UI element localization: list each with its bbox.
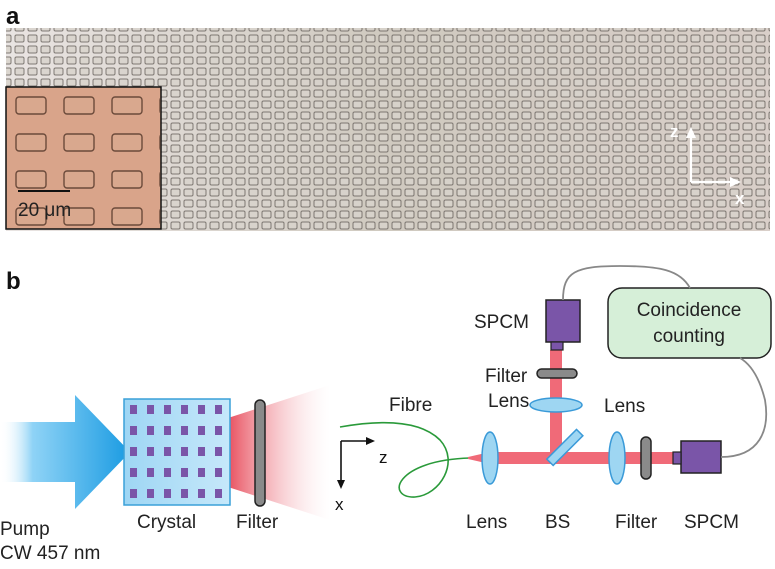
filter-right xyxy=(640,436,652,480)
axis-z-label: z xyxy=(379,448,388,467)
spcm-top xyxy=(545,299,581,351)
lens-right-label: Lens xyxy=(604,396,645,417)
pump-label-line2: CW 457 nm xyxy=(0,543,100,564)
axes-b: z x xyxy=(335,437,388,514)
filter-left-label: Filter xyxy=(236,512,279,533)
arrow-up-icon xyxy=(686,127,696,138)
crystal xyxy=(123,398,231,506)
inset-image: 20 μm xyxy=(5,86,162,230)
lens-top-label: Lens xyxy=(488,391,529,412)
filter-left xyxy=(254,399,266,507)
fibre-label: Fibre xyxy=(389,395,432,416)
panel-b-label: b xyxy=(6,268,21,295)
filter-top-label: Filter xyxy=(485,366,528,387)
bs-label: BS xyxy=(545,512,570,533)
pump-beam xyxy=(0,395,130,509)
coincidence-line1: Coincidence xyxy=(637,300,742,321)
arrow-right-icon xyxy=(366,437,375,445)
arrow-right-icon xyxy=(730,177,741,187)
panel-a-label: a xyxy=(6,3,20,30)
pump-label-line1: Pump xyxy=(0,519,50,540)
spcm-right xyxy=(672,440,722,474)
axis-x-label: x xyxy=(735,189,745,208)
spcm-right-label: SPCM xyxy=(684,512,739,533)
fibre-line xyxy=(339,421,471,498)
lens-right xyxy=(608,431,626,485)
scale-bar-label: 20 μm xyxy=(18,200,71,221)
cable-top xyxy=(562,265,691,301)
lens-left xyxy=(481,431,499,485)
arrow-down-icon xyxy=(337,480,345,489)
coincidence-line2: counting xyxy=(653,326,725,347)
axis-x-label: x xyxy=(335,495,344,514)
crystal-label: Crystal xyxy=(137,512,196,533)
axes-a: z x xyxy=(670,122,745,208)
spcm-top-label: SPCM xyxy=(474,312,529,333)
lens-top xyxy=(529,397,583,413)
filter-top xyxy=(536,368,578,379)
filter-right-label: Filter xyxy=(615,512,658,533)
axis-z-label: z xyxy=(670,122,679,141)
down-converted-cone xyxy=(228,385,330,520)
lens-left-label: Lens xyxy=(466,512,507,533)
beam-splitter xyxy=(545,428,584,467)
coincidence-counting-box xyxy=(607,287,772,359)
cable-right xyxy=(720,357,767,458)
